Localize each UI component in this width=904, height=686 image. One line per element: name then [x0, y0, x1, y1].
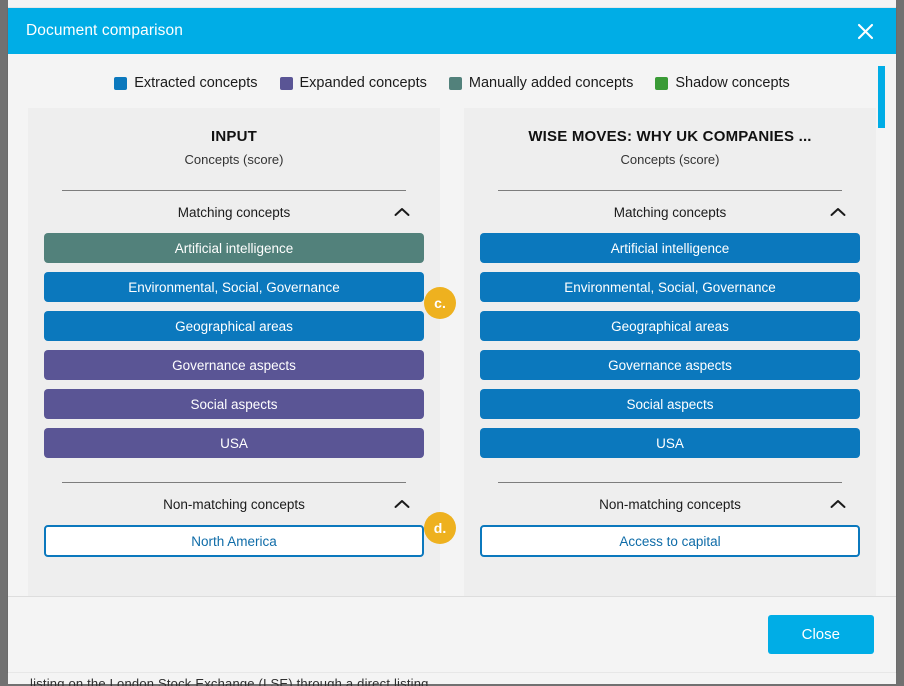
concept-chip[interactable]: Environmental, Social, Governance [480, 272, 860, 302]
concept-chip-list: North America [44, 525, 424, 557]
column-title: WISE MOVES: WHY UK COMPANIES ... [480, 128, 860, 145]
panel-scrollbar-thumb[interactable] [878, 66, 885, 128]
panel-scrollbar[interactable] [878, 54, 888, 542]
section-toggle-matching[interactable]: Matching concepts [44, 191, 424, 233]
concept-chip[interactable]: Geographical areas [44, 311, 424, 341]
document-column: WISE MOVES: WHY UK COMPANIES ... Concepts… [464, 108, 876, 596]
concept-chip[interactable]: North America [44, 525, 424, 557]
column-subtitle: Concepts (score) [480, 152, 860, 167]
modal-header: Document comparison [8, 8, 896, 54]
concept-chip[interactable]: Artificial intelligence [480, 233, 860, 263]
modal-footer: Close [8, 596, 896, 672]
legend-item: Shadow concepts [655, 75, 789, 91]
legend-swatch-icon [114, 77, 127, 90]
legend-item: Extracted concepts [114, 75, 257, 91]
section-title: Non-matching concepts [163, 497, 305, 512]
modal-title: Document comparison [26, 22, 183, 40]
legend-item-label: Extracted concepts [134, 75, 257, 91]
column-subtitle: Concepts (score) [44, 152, 424, 167]
concept-chip[interactable]: Governance aspects [44, 350, 424, 380]
chevron-up-icon[interactable] [394, 207, 410, 217]
chevron-up-icon[interactable] [830, 207, 846, 217]
section-toggle-non-matching[interactable]: Non-matching concepts [480, 483, 860, 525]
section-toggle-non-matching[interactable]: Non-matching concepts [44, 483, 424, 525]
section-spacer [480, 458, 860, 482]
concept-chip[interactable]: Access to capital [480, 525, 860, 557]
annotation-badge: d. [424, 512, 456, 544]
concept-chip[interactable]: Social aspects [44, 389, 424, 419]
section-spacer [44, 458, 424, 482]
chevron-up-icon[interactable] [830, 499, 846, 509]
concept-chip[interactable]: USA [44, 428, 424, 458]
legend-item: Manually added concepts [449, 75, 633, 91]
close-icon[interactable] [850, 16, 880, 46]
concept-chip[interactable]: USA [480, 428, 860, 458]
legend-swatch-icon [280, 77, 293, 90]
legend-item-label: Manually added concepts [469, 75, 633, 91]
column-title: INPUT [44, 128, 424, 145]
legend-item-label: Shadow concepts [675, 75, 789, 91]
concept-chip[interactable]: Social aspects [480, 389, 860, 419]
legend-item: Expanded concepts [280, 75, 427, 91]
section-title: Matching concepts [178, 205, 291, 220]
concept-chip[interactable]: Environmental, Social, Governance [44, 272, 424, 302]
annotation-badge: c. [424, 287, 456, 319]
section-title: Non-matching concepts [599, 497, 741, 512]
concept-chip[interactable]: Governance aspects [480, 350, 860, 380]
chevron-up-icon[interactable] [394, 499, 410, 509]
legend-swatch-icon [449, 77, 462, 90]
concept-chip[interactable]: Geographical areas [480, 311, 860, 341]
legend-swatch-icon [655, 77, 668, 90]
legend: Extracted concepts Expanded concepts Manua… [8, 54, 896, 108]
modal-body: Extracted concepts Expanded concepts Manua… [8, 54, 896, 596]
section-title: Matching concepts [614, 205, 727, 220]
concept-chip-list: Access to capital [480, 525, 860, 557]
legend-item-label: Expanded concepts [300, 75, 427, 91]
close-button[interactable]: Close [768, 615, 874, 654]
background-body-text: listing on the London Stock Exchange (LS… [30, 676, 884, 686]
concept-chip[interactable]: Artificial intelligence [44, 233, 424, 263]
section-toggle-matching[interactable]: Matching concepts [480, 191, 860, 233]
window-edge [0, 0, 8, 684]
